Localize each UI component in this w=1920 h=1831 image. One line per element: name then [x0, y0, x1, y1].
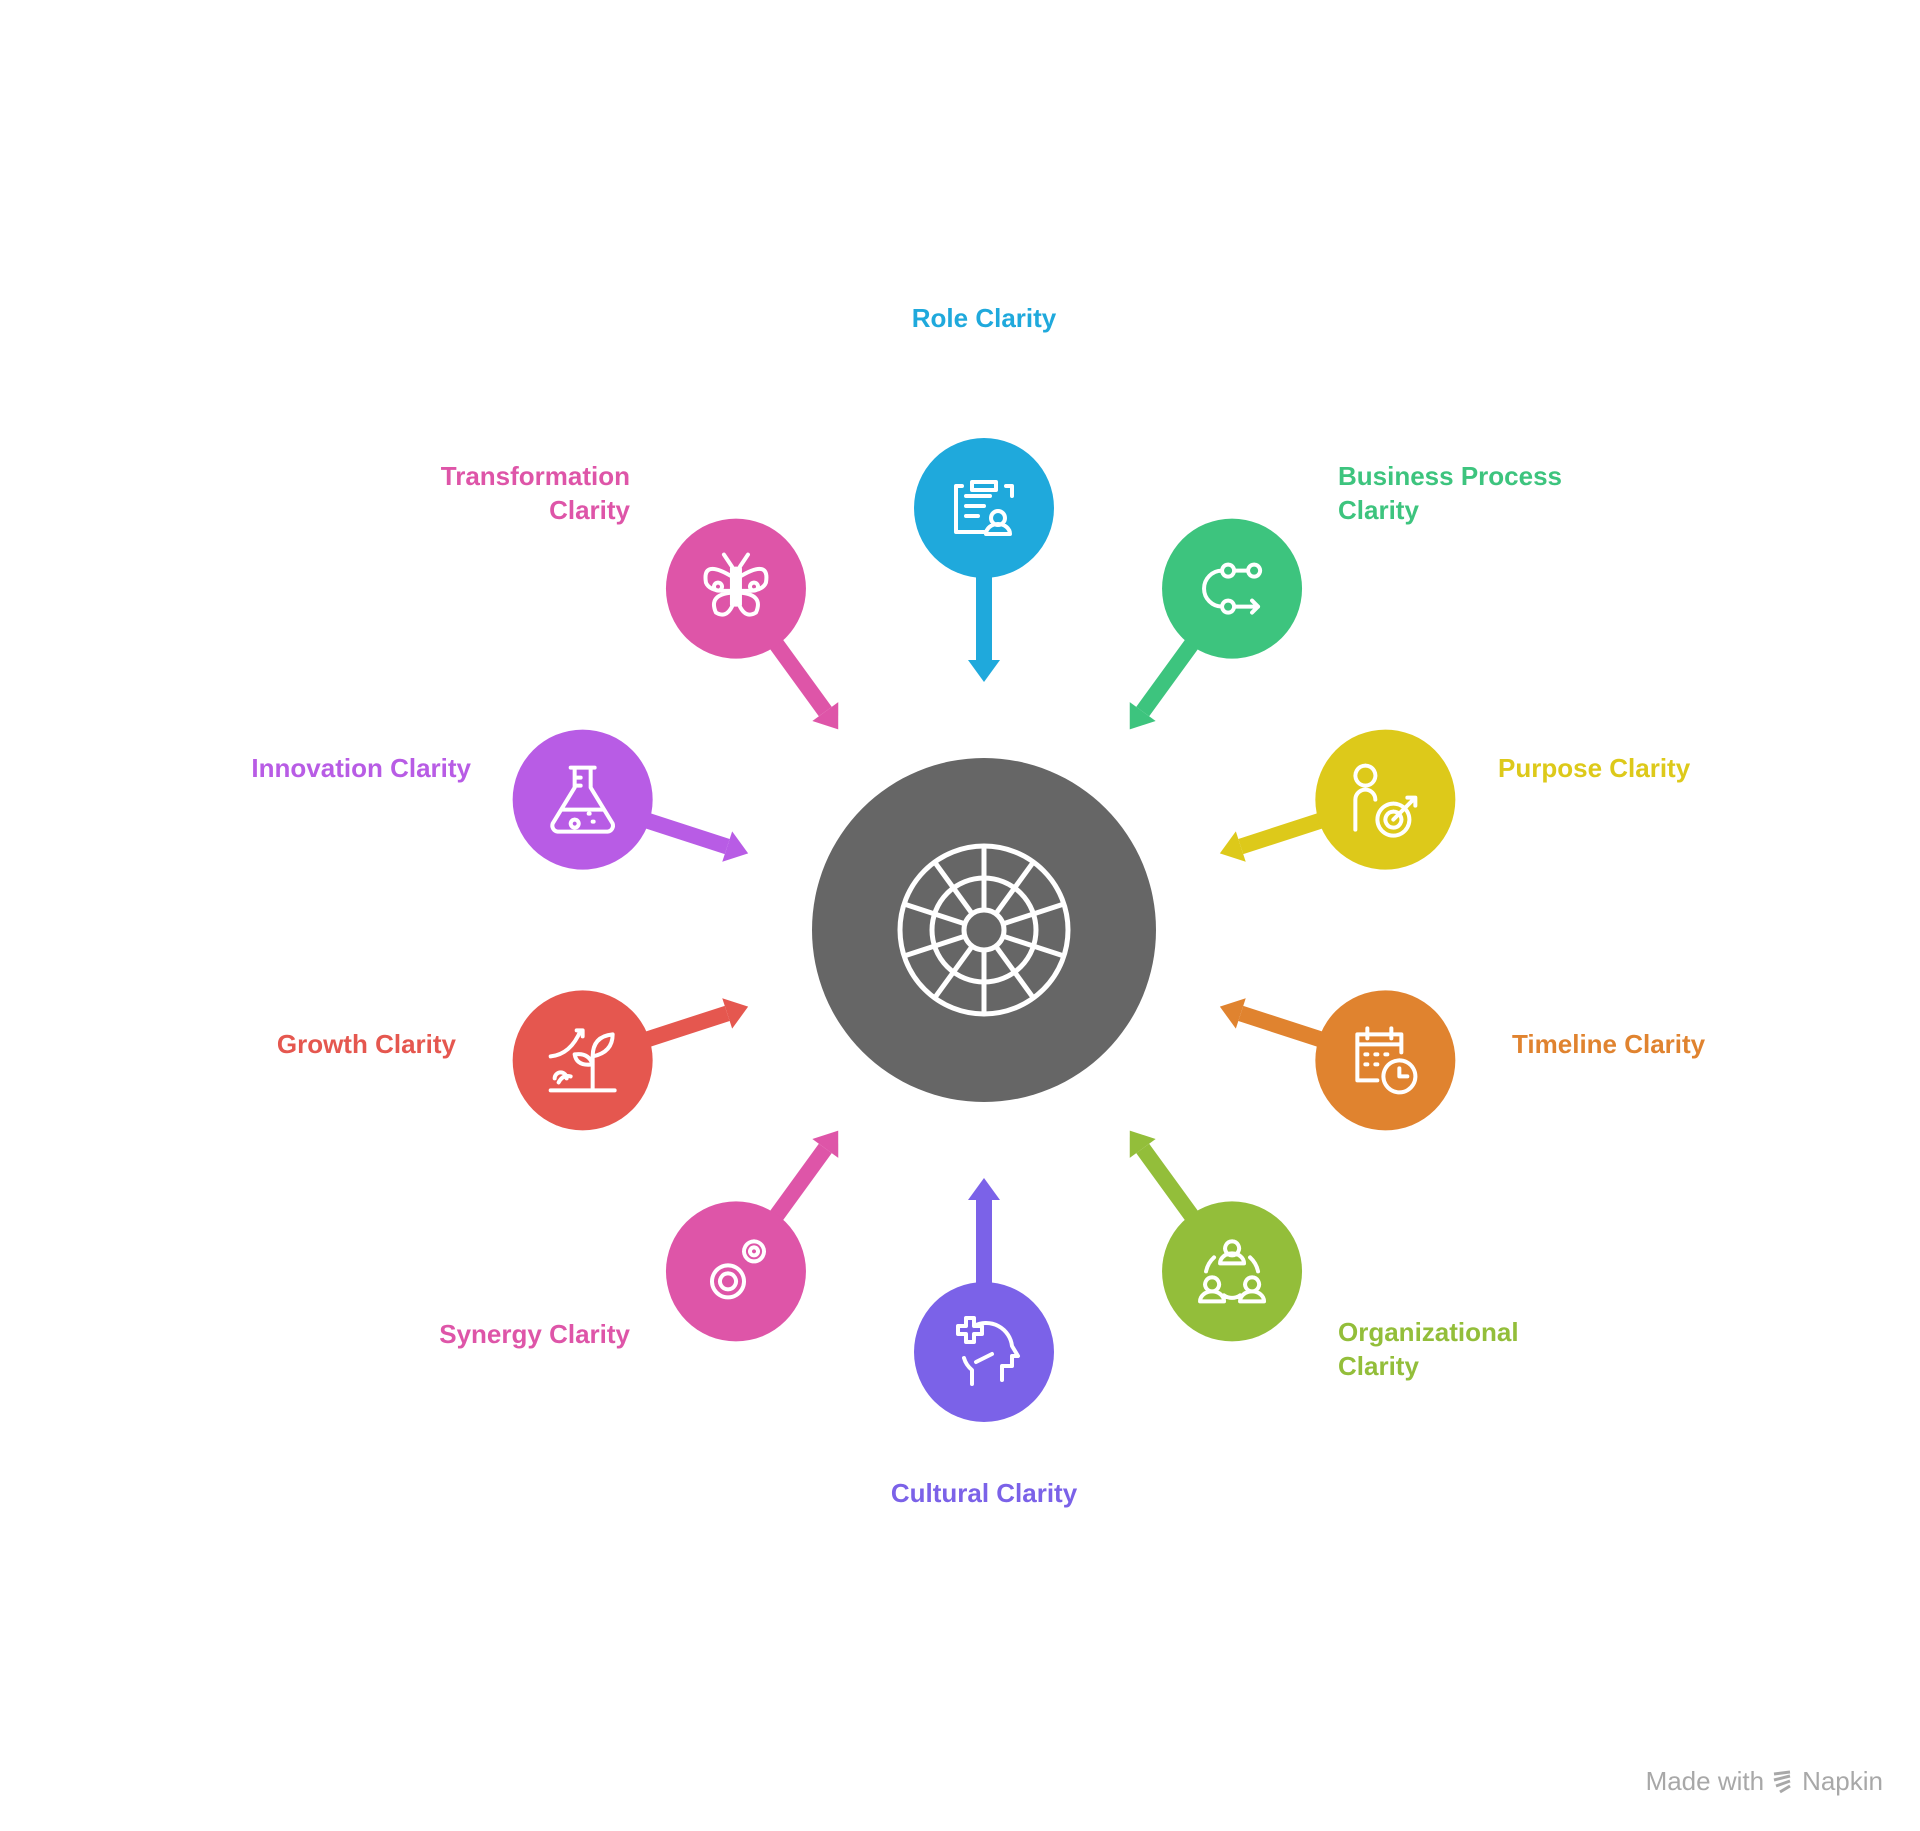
process-flow-icon: [1202, 562, 1263, 615]
label-text: Growth Clarity: [276, 1029, 456, 1059]
label-timeline: Timeline Clarity: [1512, 1027, 1705, 1061]
node-circle: [512, 729, 653, 870]
node-transformation: [665, 518, 839, 730]
node-circle: [1315, 729, 1456, 870]
made-with-napkin-badge[interactable]: Made with Napkin: [1646, 1766, 1883, 1797]
label-text: Innovation Clarity: [251, 753, 471, 783]
napkin-brand-text: Napkin: [1802, 1766, 1883, 1796]
node-growth: [512, 990, 749, 1131]
node-synergy: [665, 1130, 839, 1342]
arrow-head: [968, 660, 1000, 682]
arrow-head: [1129, 1130, 1156, 1158]
node-circle: [512, 990, 653, 1131]
arrow-head: [968, 1178, 1000, 1200]
arrow-head: [812, 1130, 839, 1158]
label-text: Clarity: [1338, 1351, 1419, 1381]
made-with-text: Made with: [1645, 1766, 1765, 1796]
node-circle: [914, 1282, 1054, 1422]
label-text: Synergy Clarity: [439, 1319, 630, 1349]
node-innovation: [512, 729, 749, 870]
calendar-clock-icon: [1355, 1026, 1418, 1095]
label-text: Timeline Clarity: [1512, 1029, 1706, 1059]
node-purpose: [1219, 729, 1456, 870]
arrow-head: [722, 831, 749, 862]
label-text: Clarity: [1338, 495, 1419, 525]
clipboard-user-icon: [954, 480, 1014, 536]
arrow-head: [1129, 702, 1156, 730]
arrow-head: [1219, 831, 1246, 862]
team-network-icon: [1198, 1239, 1267, 1304]
node-circle: [1315, 990, 1456, 1131]
napkin-logo-icon: [1773, 1770, 1791, 1793]
label-text: Organizational: [1338, 1317, 1519, 1347]
arrow-head: [722, 998, 749, 1029]
label-cultural: Cultural Clarity: [891, 1476, 1077, 1510]
label-text: Purpose Clarity: [1498, 753, 1691, 783]
butterfly-icon: [703, 552, 769, 617]
center-hub: [812, 758, 1156, 1102]
node-role: [914, 438, 1054, 682]
arrow-head: [812, 702, 839, 730]
flask-icon: [550, 765, 615, 834]
node-timeline: [1219, 990, 1456, 1131]
arrow-head: [1219, 998, 1246, 1029]
person-target-icon: [1353, 763, 1418, 838]
label-text: Transformation: [440, 461, 630, 491]
label-text: Business Process: [1338, 461, 1563, 491]
center-circle: [812, 758, 1156, 1102]
node-circle: [1162, 518, 1303, 659]
node-circle: [1162, 1201, 1303, 1342]
label-purpose: Purpose Clarity: [1498, 751, 1690, 785]
node-business: [1129, 518, 1303, 730]
node-organizational: [1129, 1130, 1303, 1342]
node-circle: [665, 1201, 806, 1342]
head-plus-icon: [956, 1316, 1020, 1386]
label-innovation: Innovation Clarity: [251, 751, 471, 785]
label-text: Clarity: [549, 495, 630, 525]
label-synergy: Synergy Clarity: [439, 1317, 630, 1351]
label-role: Role Clarity: [912, 301, 1057, 335]
gears-icon: [710, 1239, 766, 1300]
node-cultural: [914, 1178, 1054, 1422]
label-text: Role Clarity: [911, 303, 1057, 333]
label-text: Cultural Clarity: [890, 1478, 1078, 1508]
plant-growth-icon: [548, 1028, 617, 1093]
label-growth: Growth Clarity: [277, 1027, 456, 1061]
wheel-icon: [897, 843, 1071, 1017]
